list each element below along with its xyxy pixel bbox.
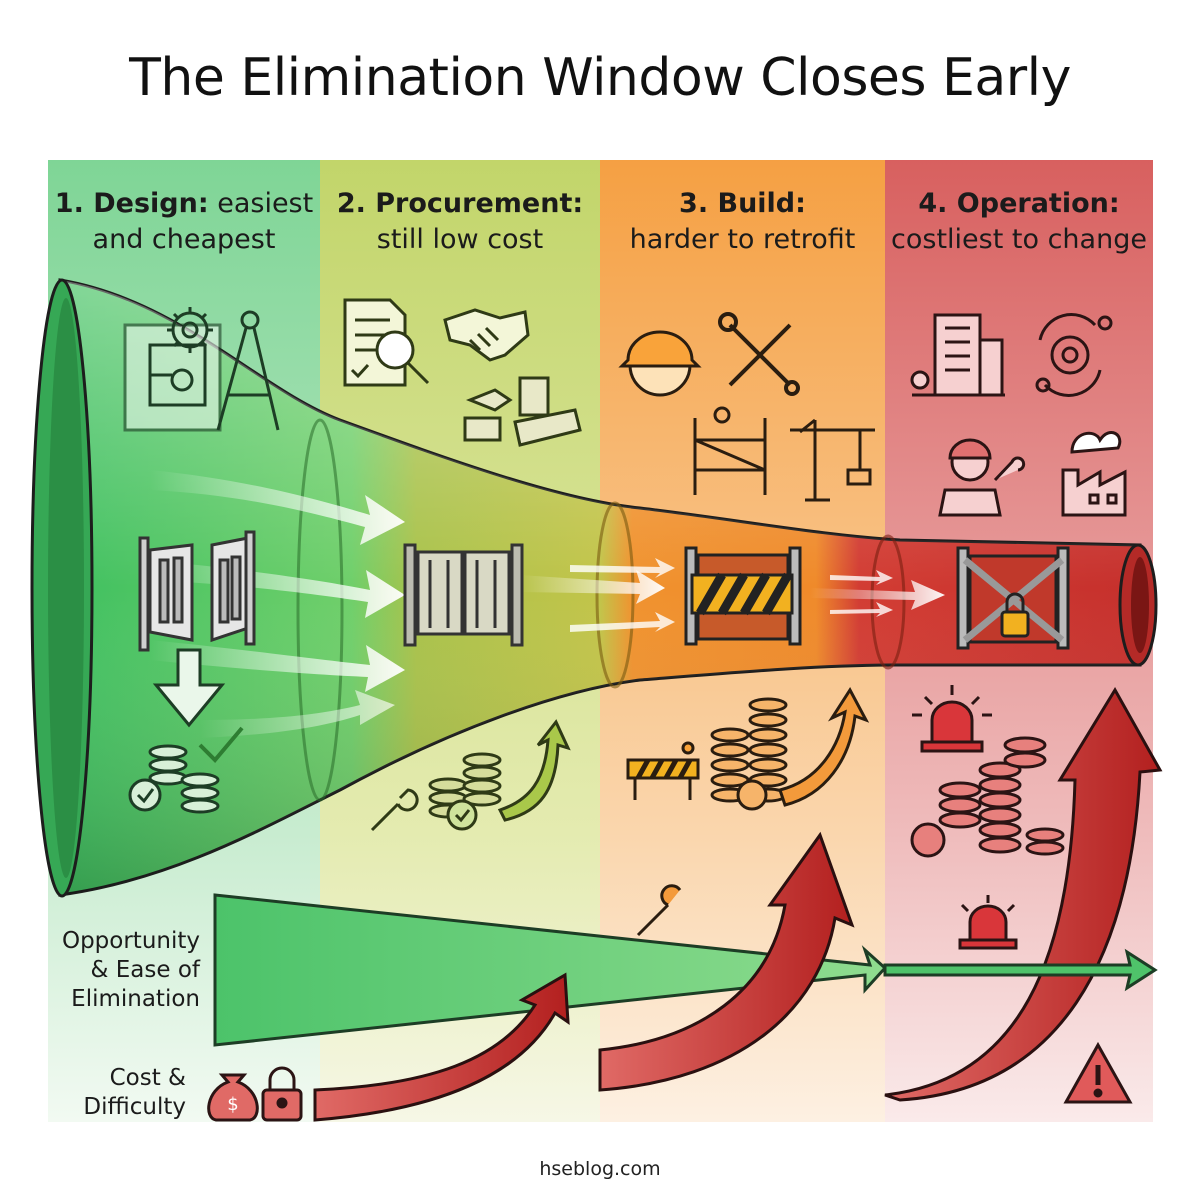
phase-subtitle: still low cost [376, 224, 544, 255]
coins-icon [710, 697, 788, 811]
padlock-icon [261, 1066, 303, 1122]
barrier-icon [626, 741, 700, 800]
cost-label-line: Difficulty [83, 1094, 186, 1120]
phase-subtitle: costliest to change [891, 224, 1147, 255]
alarm-light-icon [912, 685, 992, 753]
trend-arrow-icon [497, 719, 571, 822]
warning-icon [1063, 1041, 1133, 1104]
materials-icon [463, 376, 582, 447]
cost-rising-arrow [884, 687, 1163, 1102]
phase-title: 1. Design: [54, 188, 209, 219]
blueprint-icon [123, 323, 222, 432]
factory-icon [1061, 431, 1127, 517]
checkmark-icon [198, 726, 244, 763]
phase-title: 3. Build: [679, 188, 806, 219]
locked-gate-icon [956, 546, 1070, 650]
handshake-icon [443, 308, 530, 362]
barricaded-gate-icon [684, 546, 802, 646]
tools-icon [718, 312, 800, 396]
phase-subtitle: and cheapest [92, 224, 276, 255]
wrench-icon [636, 884, 682, 937]
cost-arrow-build [598, 831, 855, 1092]
gear-icon [167, 307, 213, 353]
opportunity-label-line: Opportunity [61, 928, 200, 954]
page-title: The Elimination Window Closes Early [129, 48, 1071, 108]
cost-arrow-procurement [313, 972, 570, 1122]
document-search-icon [343, 298, 430, 387]
compass-icon [216, 310, 280, 431]
phase-heading-design: 1. Design: easiest and cheapest [48, 186, 320, 258]
phase-subtitle: harder to retrofit [629, 224, 856, 255]
cycle-gears-icon [1035, 313, 1113, 397]
phase-title: 4. Operation: [918, 188, 1120, 219]
opportunity-wedge [213, 893, 888, 1047]
money-bag-icon: $ [207, 1073, 259, 1122]
opportunity-line [883, 948, 1158, 992]
arrow-down-icon [152, 648, 226, 728]
footer-source: hseblog.com [539, 1158, 661, 1180]
phase-heading-operation: 4. Operation: costliest to change [885, 186, 1153, 258]
trend-arrow-icon [778, 687, 870, 807]
alarm-light-icon [958, 895, 1018, 950]
crane-icon [790, 418, 875, 502]
hard-hat-icon [618, 330, 702, 397]
coins-icon [910, 736, 1065, 858]
opportunity-label-line: & Ease of [90, 957, 201, 983]
opportunity-label: Opportunity & Ease of Elimination [40, 927, 200, 1014]
cost-label: Cost & Difficulty [40, 1064, 186, 1122]
wrench-icon [370, 788, 419, 832]
open-gate-icon [138, 530, 256, 652]
phase-subtitle: easiest [217, 188, 314, 219]
phase-title: 2. Procurement: [336, 188, 584, 219]
coins-icon [428, 752, 502, 831]
building-icon [910, 313, 1005, 397]
opportunity-label-line: Elimination [71, 986, 200, 1012]
coins-icon [128, 744, 220, 814]
closed-gate-icon [403, 543, 524, 647]
phase-heading-build: 3. Build: harder to retrofit [600, 186, 885, 258]
worker-icon [938, 438, 1026, 517]
svg-text:$: $ [227, 1094, 238, 1115]
cost-label-line: Cost & [109, 1065, 186, 1091]
scaffold-icon [693, 406, 767, 495]
phase-heading-procurement: 2. Procurement: still low cost [320, 186, 600, 258]
